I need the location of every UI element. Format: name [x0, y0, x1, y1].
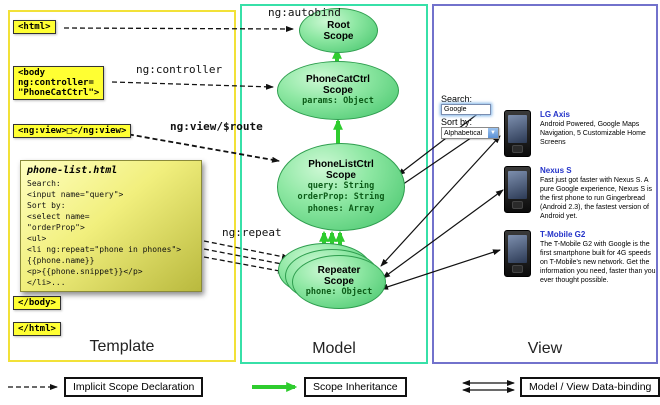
- phone-description: The T-Mobile G2 with Google is the first…: [540, 241, 656, 284]
- phonecat-scope-props: params: Object: [302, 95, 374, 106]
- phone-name-link[interactable]: T-Mobile G2: [540, 230, 586, 239]
- search-input[interactable]: [441, 104, 491, 115]
- root-scope-ellipse: Root Scope: [299, 8, 378, 53]
- phonelist-scope-props: query: String orderProp: String phones: …: [297, 180, 385, 214]
- template-panel-label: Template: [89, 338, 155, 355]
- view-panel-label: View: [527, 340, 563, 357]
- phonelist-scope-title: PhoneListCtrl Scope: [308, 158, 374, 181]
- note-title: phone-list.html: [27, 165, 118, 176]
- legend-binding-arrow: [462, 380, 515, 393]
- legend-implicit-scope: Implicit Scope Declaration: [64, 377, 204, 397]
- phone-list-item: T-Mobile G2 The T-Mobile G2 with Google …: [504, 230, 656, 286]
- phone-description: Android Powered, Google Maps Navigation,…: [540, 121, 646, 146]
- phone-image[interactable]: [504, 110, 531, 157]
- note-line: <ul>: [27, 234, 47, 243]
- body-open-tag: <body ng:controller= "PhoneCatCtrl">: [13, 66, 105, 100]
- root-scope-title: Root Scope: [323, 19, 354, 42]
- sort-by-label: Sort by:: [441, 117, 473, 127]
- note-line: {{phone.name}}: [27, 256, 95, 265]
- note-line: Search:: [27, 179, 61, 188]
- phone-description: Fast just got faster with Nexus S. A pur…: [540, 177, 653, 220]
- phone-keypad: [512, 201, 523, 209]
- legend-data-binding: Model / View Data-binding: [520, 377, 660, 397]
- note-line: <select name=: [27, 212, 90, 221]
- phone-name-link[interactable]: LG Axis: [540, 110, 570, 119]
- phone-list-item: Nexus S Fast just got faster with Nexus …: [504, 166, 656, 222]
- phone-keypad: [512, 145, 523, 153]
- sort-select-value: Alphabetical: [444, 129, 483, 137]
- ng-repeat-label: ng:repeat: [222, 226, 282, 239]
- search-label: Search:: [441, 94, 473, 104]
- phone-screen: [508, 171, 527, 199]
- phone-image[interactable]: [504, 166, 531, 213]
- ng-autobind-label: ng:autobind: [268, 6, 341, 19]
- repeater-scope-title: Repeater Scope: [317, 265, 361, 288]
- model-panel-label: Model: [312, 340, 356, 357]
- phone-keypad: [512, 265, 523, 273]
- html-open-tag: <html>: [13, 20, 56, 34]
- repeater-scope-props: phone: Object: [305, 287, 373, 298]
- phonecat-scope-ellipse: PhoneCatCtrl Scope params: Object: [277, 61, 399, 120]
- phone-list-template-note: phone-list.html Search: <input name="que…: [20, 160, 202, 292]
- body-close-tag: </body>: [13, 296, 61, 310]
- sort-select[interactable]: Alphabetical ▼: [441, 127, 499, 139]
- note-line: <p>{{phone.snippet}}</p>: [27, 267, 143, 276]
- note-line: <li ng:repeat="phone in phones">: [27, 245, 182, 254]
- phone-list-item: LG Axis Android Powered, Google Maps Nav…: [504, 110, 656, 157]
- repeater-scope-ellipse: Repeater Scope phone: Object: [292, 255, 386, 309]
- note-line: </li>...: [27, 278, 66, 287]
- ng-view-route-label: ng:view/$route: [170, 120, 263, 133]
- phone-screen: [508, 115, 527, 143]
- note-line: <input name="query">: [27, 190, 124, 199]
- note-line: Sort by:: [27, 201, 66, 210]
- phonelist-scope-ellipse: PhoneListCtrl Scope query: String orderP…: [277, 143, 405, 231]
- ng-controller-label: ng:controller: [136, 63, 223, 76]
- html-close-tag: </html>: [13, 322, 61, 336]
- phonecat-scope-title: PhoneCatCtrl Scope: [306, 73, 370, 96]
- chevron-down-icon: ▼: [488, 128, 498, 138]
- phone-image[interactable]: [504, 230, 531, 277]
- ng-view-tag: <ng:view>□</ng:view>: [13, 124, 132, 138]
- phone-name-link[interactable]: Nexus S: [540, 166, 572, 175]
- note-line: "orderProp">: [27, 223, 85, 232]
- legend-scope-inheritance: Scope Inheritance: [304, 377, 407, 397]
- phone-screen: [508, 235, 527, 263]
